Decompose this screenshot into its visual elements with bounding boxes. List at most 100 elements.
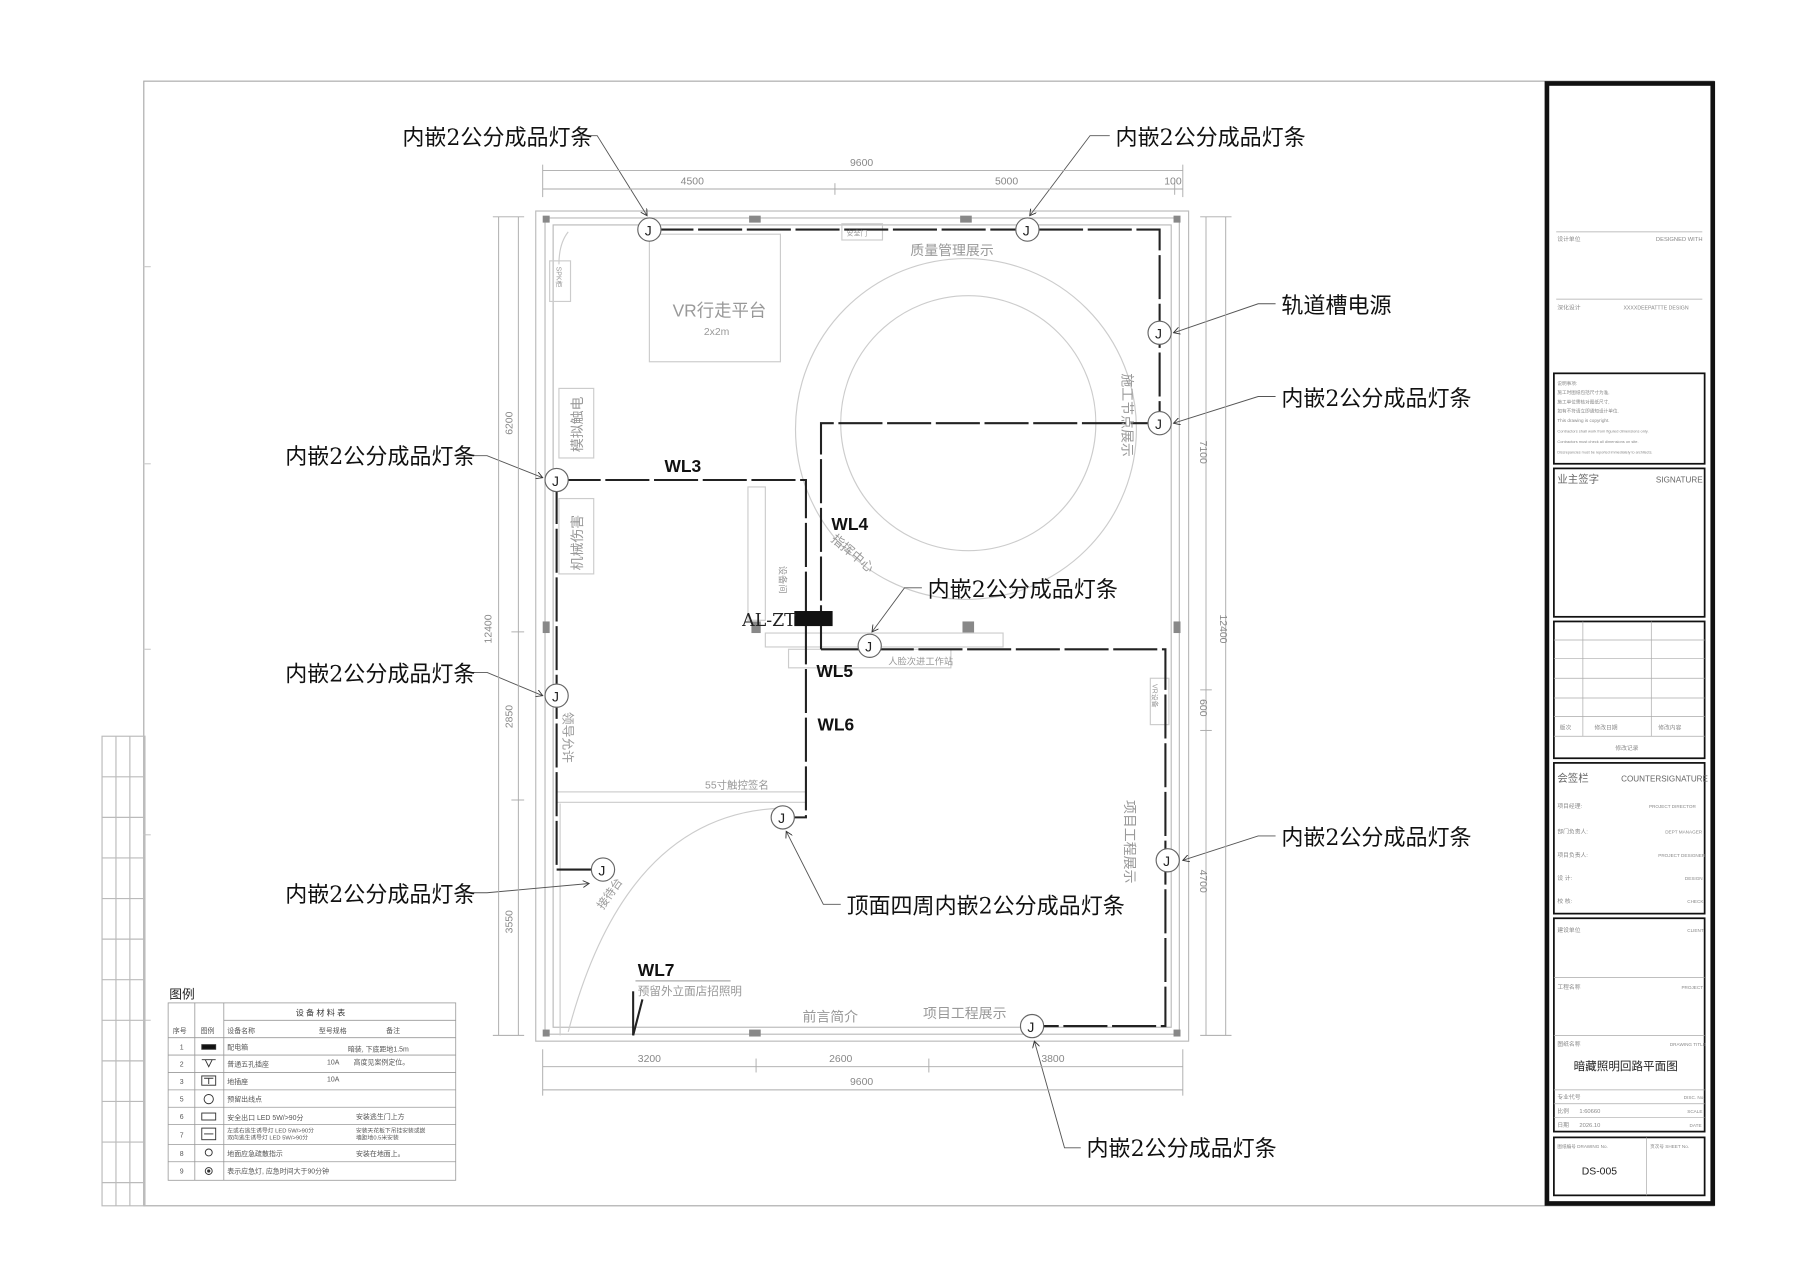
owner-signature-label: 业主签字 [1557, 472, 1599, 485]
title_block-sheet_label: 页次号 SHEET No. [1650, 1143, 1689, 1150]
dim-top-total: 9600 [850, 158, 873, 169]
legend-header-spec: 型号规格 [319, 1026, 347, 1035]
legend-row: 2 普通五孔插座 10A 高度见案例定位。 [180, 1057, 409, 1068]
title_block-date_label: 日期 [1557, 1122, 1569, 1129]
callout-strip-top-right: 内嵌2公分成品灯条 [1116, 126, 1306, 151]
legend-rows-1-name: 普通五孔插座 [227, 1060, 269, 1069]
title_block-design_unit_en: DESIGNED WITH [1656, 237, 1703, 243]
title_block-rev_date: 修改日期 [1594, 723, 1617, 731]
junction-box: J [590, 857, 616, 882]
legend-row: 5 预留出线点 [180, 1094, 262, 1103]
callout-ceiling-perimeter: 顶面四周内嵌2公分成品灯条 [847, 895, 1125, 920]
room-workstation: 人脸次进工作站 [888, 655, 953, 666]
drawing-scale: 1:60660 [1579, 1109, 1600, 1115]
legend-rows-5-note: 安装天花板下吊挂安装或嵌墙距地0.5米安装 [356, 1127, 426, 1142]
legend-rows-6-note: 安装在地面上。 [356, 1149, 405, 1158]
dim-left-a: 6200 [505, 411, 516, 434]
room-vr-platform: VR行走平台 [673, 301, 767, 321]
title-block-notes: 说明事项: 施工时图纸包括尺寸为准, 施工单位需核对图纸尺寸, 如有不符请立即通… [1557, 380, 1652, 454]
title_block-design_unit: 设计单位 [1557, 235, 1580, 243]
circuit-label-wl7: WL7 [638, 960, 675, 980]
legend-rows-2-spec: 10A [327, 1077, 340, 1084]
owner-signature-en: SIGNATURE [1656, 475, 1703, 484]
title_block-rev_record: 修改记录 [1615, 744, 1638, 752]
junction-box: J [637, 217, 662, 242]
junction_label: J [552, 473, 559, 489]
dim-right-total: 12400 [1217, 614, 1228, 643]
callout-strip-right-2: 内嵌2公分成品灯条 [1281, 826, 1471, 851]
junction-box: J [1155, 848, 1180, 873]
title_block-cs_rows-1-0: 部门负责人: [1557, 828, 1588, 836]
title_block-date_en: DATE [1690, 1123, 1702, 1128]
title_block-scale_en: SCALE [1687, 1109, 1702, 1114]
callout-strip-center: 内嵌2公分成品灯条 [928, 578, 1118, 603]
countersign-en: COUNTERSIGNATURE [1621, 774, 1708, 783]
title_block-dwg_no_label: 图纸编号 DRAWING No. [1557, 1143, 1607, 1150]
legend-rows-6-no: 8 [180, 1151, 184, 1158]
legend-rows-5-no: 7 [180, 1132, 184, 1139]
room-door: VR设备 [1151, 684, 1160, 708]
title_block-notes-2: 如有不符请立即通知设计单位. [1557, 408, 1618, 415]
columns [542, 215, 1181, 1037]
legend-table-title: 设 备 材 料 表 [296, 1008, 346, 1018]
title_block-drawing_name: 图纸名称 [1557, 1040, 1580, 1048]
callout-strip-bottom: 内嵌2公分成品灯条 [1087, 1137, 1277, 1162]
title_block-cs_rows-2-1: PROJECT DESIGNER [1658, 853, 1706, 858]
title_block-deep_design: 深化设计 [1557, 304, 1580, 312]
title_block-cs_rows-2-0: 项目负责人: [1557, 851, 1588, 859]
drawing-date: 2026.10 [1579, 1123, 1600, 1129]
junction_label: J [1155, 326, 1162, 342]
title_block-notes_title: 说明事项: [1557, 380, 1577, 387]
junction_label: J [1163, 853, 1170, 869]
room-spk: SPK柜 [555, 267, 564, 288]
callout-strip-left-1: 内嵌2公分成品灯条 [285, 445, 475, 470]
junction_label: J [1023, 222, 1030, 238]
panel-label: AL-ZT [741, 611, 796, 631]
title_block-cs_rows-4-1: CHECK [1687, 899, 1704, 904]
title_block-drawing_name_en: DRAWING TITLE [1670, 1042, 1706, 1047]
junction-box: J [857, 633, 882, 658]
legend-rows-2-no: 3 [180, 1079, 184, 1086]
wl7-note: 预留外立面店招照明 [638, 984, 742, 998]
legend-symbols [201, 1044, 217, 1175]
legend-rows-1-no: 2 [180, 1062, 184, 1069]
title_block-cs_rows-3-0: 设 计: [1557, 874, 1572, 882]
room-sign55: 55寸触控签名 [705, 778, 769, 791]
drawing-number: DS-005 [1582, 1166, 1618, 1177]
title_block-project: 工程名称 [1557, 983, 1580, 991]
legend-rows-4-name: 安全出口 LED 5W/>90分 [227, 1113, 303, 1122]
title_block-deep_design_en: XXXXDEEPATTTE DESIGN [1623, 306, 1688, 312]
room-preface: 前言简介 [802, 1008, 858, 1024]
room-vr-equip: 安全门 [847, 228, 868, 237]
title_block-notes-5: Contractors must check all dimensions on… [1557, 439, 1638, 444]
legend-rows-3-name: 预留出线点 [227, 1094, 262, 1103]
legend-rows-1-spec: 10A [327, 1059, 340, 1066]
circuit-label-wl3: WL3 [664, 456, 701, 476]
title_block-scale_label: 比例 [1557, 1107, 1569, 1115]
dimension-lines [492, 164, 1232, 1096]
junction_label: J [552, 688, 559, 704]
legend-rows-1-note: 高度见案例定位。 [354, 1057, 410, 1066]
callouts [458, 135, 1276, 1149]
title_block-cs_rows-0-1: PROJECT DIRECTOR [1649, 804, 1697, 809]
dimension-texts: 9600 4500 5000 100 3200 2600 3800 9600 1… [484, 158, 1228, 1088]
title_block-notes-4: Contractors shall work from figured dime… [1557, 428, 1648, 433]
title_block-prof_en: DISC. No. [1684, 1095, 1705, 1100]
legend-rows-2-name: 地插座 [227, 1077, 248, 1086]
legend-rows-5-name: 左或右逃生诱导灯 LED 5W/>90分双向逃生诱导灯 LED 5W/>90分 [227, 1127, 314, 1142]
title-block: 设计单位 DESIGNED WITH 深化设计 XXXXDEEPATTTE DE… [1544, 81, 1716, 1206]
title_block-cs_rows-4-0: 校 核: [1557, 897, 1572, 905]
drawing-title: 暗藏照明回路平面图 [1574, 1059, 1678, 1073]
callout-track-power: 轨道槽电源 [1281, 294, 1391, 319]
legend-rows-0-name: 配电箱 [227, 1042, 248, 1051]
legend-rows-3-no: 5 [180, 1096, 184, 1103]
countersign-label: 会签栏 [1557, 771, 1588, 784]
callout-strip-left-2: 内嵌2公分成品灯条 [285, 663, 475, 688]
junction-boxes: J J J J J J J J J J J [544, 217, 1180, 1039]
title_block-notes-0: 施工时图纸包括尺寸为准, [1557, 389, 1609, 396]
room-equipment: 设备间 [777, 566, 788, 594]
title_block-cs_rows-0-0: 项目经理: [1557, 802, 1582, 810]
